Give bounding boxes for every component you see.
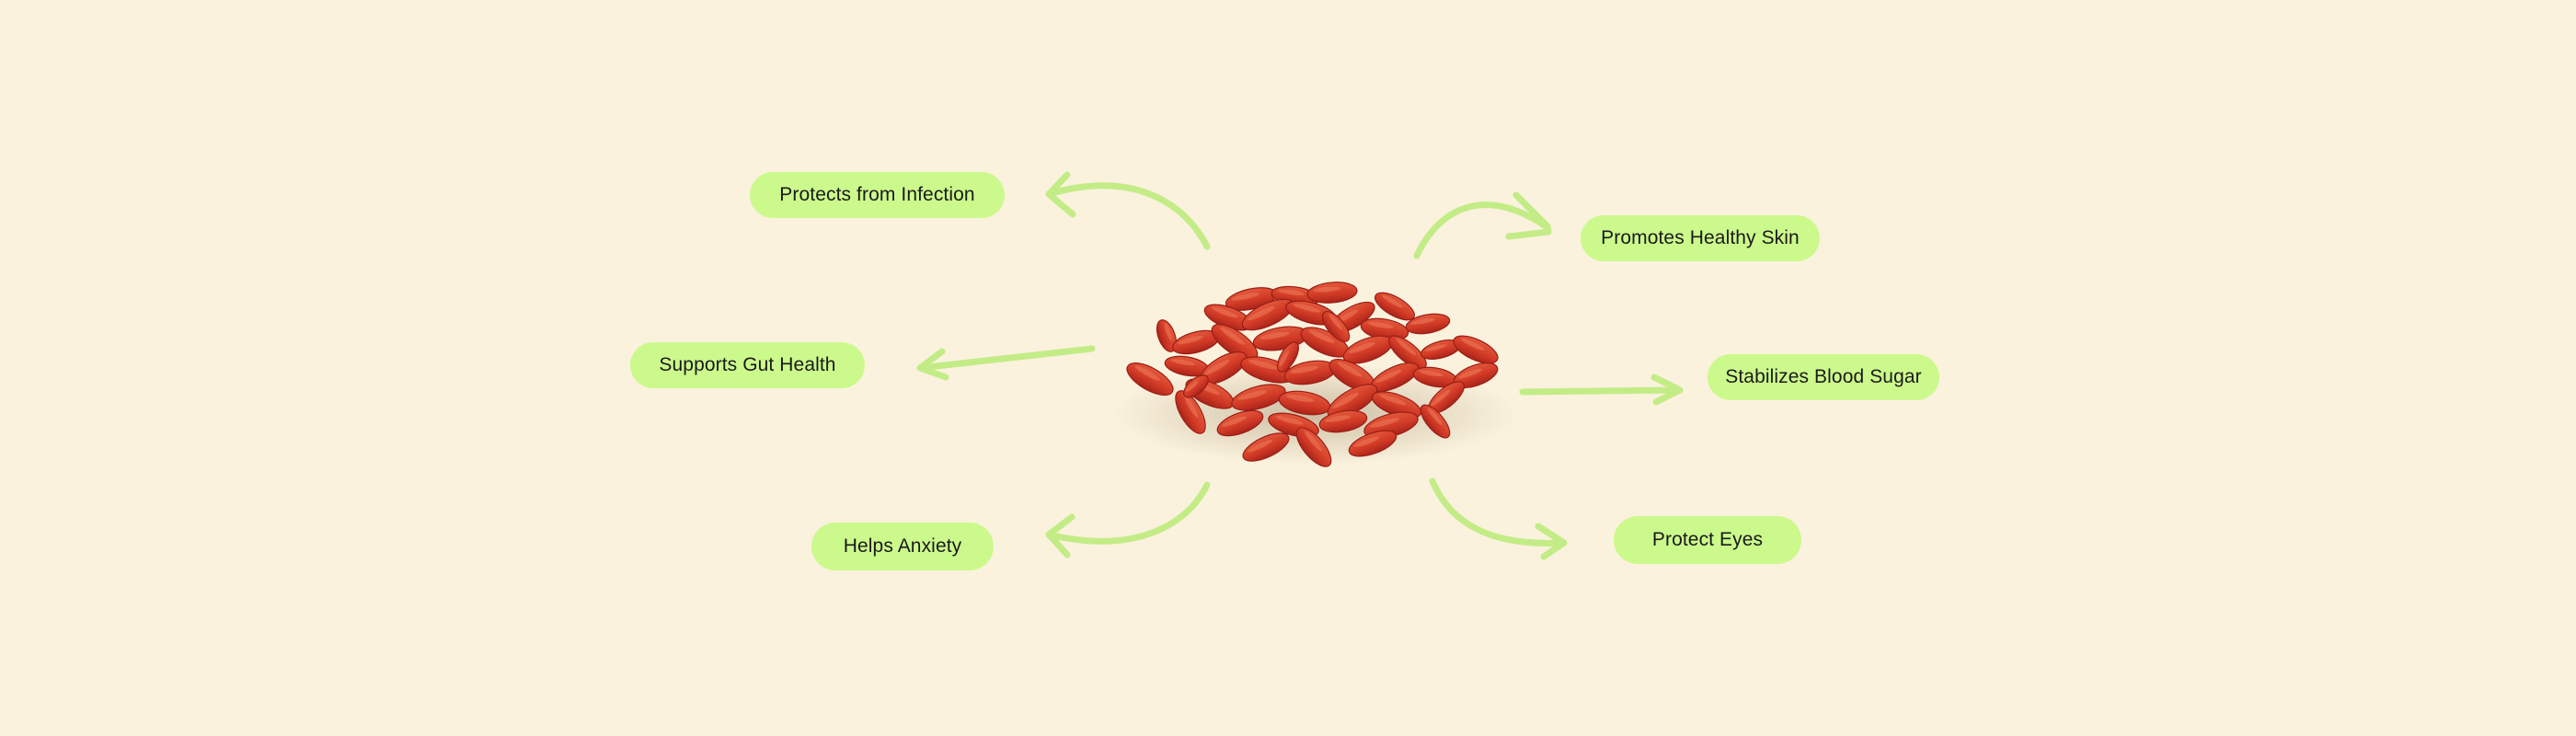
goji-berry-highlight <box>1382 294 1404 308</box>
goji-berry-highlight <box>1419 370 1443 377</box>
goji-berry-highlight <box>1460 338 1485 351</box>
benefit-label: Promotes Healthy Skin <box>1601 227 1800 248</box>
goji-berry <box>1453 335 1499 364</box>
goji-berry-highlight <box>1222 416 1248 427</box>
goji-berry-highlight <box>1367 321 1394 328</box>
benefit-promotes-healthy-skin: Promotes Healthy Skin <box>1581 215 1820 261</box>
arrow-to-gut-health <box>916 345 1096 381</box>
goji-berry-highlight <box>1293 304 1321 313</box>
benefit-protects-from-infection: Protects from Infection <box>750 172 1005 218</box>
goji-berry-highlight <box>1134 365 1160 381</box>
goji-berry-highlight <box>1348 341 1375 353</box>
arrow-to-infection <box>1045 171 1211 250</box>
goji-berry <box>1242 432 1290 462</box>
goji-berry <box>1231 384 1286 411</box>
goji-berry-highlight <box>1396 339 1417 356</box>
goji-berry-highlight <box>1247 306 1275 321</box>
goji-berry-highlight <box>1379 394 1407 406</box>
goji-berry-highlight <box>1337 362 1363 377</box>
goji-berry-highlight <box>1290 365 1318 374</box>
goji-berry <box>1374 292 1415 321</box>
goji-berry-highlight <box>1308 329 1335 343</box>
arrow-to-blood-sugar <box>1519 374 1684 406</box>
goji-berry-highlight <box>1170 359 1195 366</box>
goji-berry <box>1183 374 1209 398</box>
benefit-stabilizes-blood-sugar: Stabilizes Blood Sugar <box>1708 354 1939 400</box>
goji-berry <box>1295 427 1332 467</box>
goji-berry-highlight <box>1313 286 1341 293</box>
benefit-label: Helps Anxiety <box>843 535 962 557</box>
arrow-to-skin <box>1413 191 1552 259</box>
goji-berry-highlight <box>1184 395 1199 419</box>
arrow-to-anxiety <box>1045 481 1211 558</box>
goji-berry-highlight <box>1353 436 1380 447</box>
goji-berry <box>1420 404 1451 439</box>
benefit-protect-eyes: Protect Eyes <box>1614 516 1801 564</box>
benefit-label: Protect Eyes <box>1651 529 1764 550</box>
goji-berry <box>1348 430 1397 457</box>
goji-berry <box>1321 311 1351 342</box>
goji-berry-highlight <box>1328 314 1343 330</box>
goji-berry-highlight <box>1259 331 1290 340</box>
goji-berry-highlight <box>1178 336 1203 345</box>
goji-berry-highlight <box>1375 369 1402 383</box>
goji-berry <box>1216 409 1264 437</box>
goji-berry-highlight <box>1410 318 1435 325</box>
goji-berry <box>1318 409 1368 433</box>
goji-berry <box>1126 362 1174 397</box>
goji-berry-highlight <box>1248 360 1279 370</box>
goji-berry <box>1277 341 1299 373</box>
goji-berry-highlight <box>1370 418 1400 428</box>
goji-berry-highlight <box>1427 408 1443 425</box>
goji-berry-highlight <box>1237 390 1268 400</box>
benefit-helps-anxiety: Helps Anxiety <box>811 523 994 570</box>
goji-berry-highlight <box>1278 289 1305 295</box>
benefit-label: Stabilizes Blood Sugar <box>1725 366 1922 387</box>
goji-berry-highlight <box>1305 431 1323 452</box>
goji-berry-highlight <box>1231 293 1259 301</box>
goji-berry-highlight <box>1212 306 1238 318</box>
goji-berry-highlight <box>1325 415 1351 422</box>
benefit-label: Supports Gut Health <box>659 354 836 375</box>
goji-berry-highlight <box>1220 327 1245 345</box>
goji-berry-highlight <box>1458 368 1482 379</box>
benefit-supports-gut-health: Supports Gut Health <box>630 342 865 388</box>
goji-berry-highlight <box>1204 360 1230 375</box>
goji-berry-highlight <box>1164 323 1172 340</box>
goji-berry-highlight <box>1286 394 1315 402</box>
goji-berry-highlight <box>1279 351 1290 367</box>
goji-berry-highlight <box>1247 440 1272 453</box>
benefit-label: Protects from Infection <box>779 184 975 205</box>
arrow-to-eyes <box>1429 477 1568 560</box>
goji-berry <box>1175 390 1206 434</box>
goji-berry <box>1156 319 1178 352</box>
goji-berry-highlight <box>1332 392 1360 409</box>
goji-berry-highlight <box>1425 344 1447 351</box>
goji-berry-highlight <box>1275 416 1304 425</box>
goji-berry-highlight <box>1431 389 1451 407</box>
goji-berry-highlight <box>1185 381 1199 392</box>
goji-berry <box>1306 282 1358 304</box>
